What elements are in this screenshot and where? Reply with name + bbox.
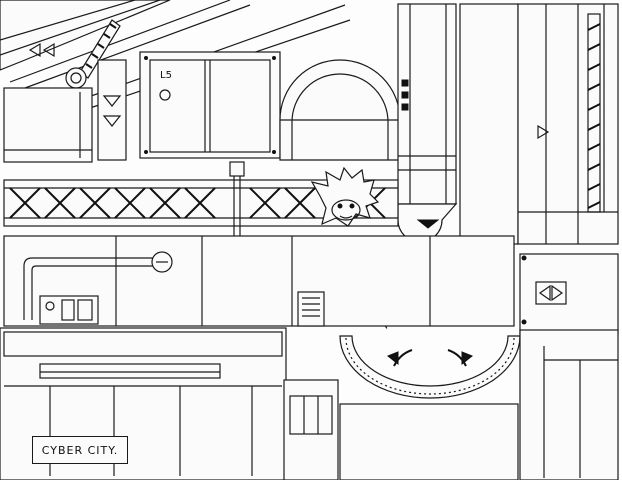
right-structure <box>459 3 619 245</box>
hazard-bar <box>79 19 121 79</box>
lower-right-floor <box>339 329 619 480</box>
location-caption-text: CYBER CITY. <box>41 443 119 457</box>
curved-double-arrow-icon <box>387 349 473 367</box>
location-caption: CYBER CITY. <box>32 436 128 464</box>
double-left-triangle-icon <box>28 42 55 58</box>
arch-tunnel <box>279 59 401 161</box>
svg-text:L5: L5 <box>160 70 172 81</box>
down-triangle-icon <box>102 95 122 107</box>
down-triangle-icon <box>102 115 122 127</box>
left-wall-panel <box>3 87 93 163</box>
middle-wall <box>3 235 515 327</box>
vent-grill <box>297 291 325 327</box>
half-pipe <box>339 335 521 399</box>
striped-pole <box>587 13 601 213</box>
left-pillar <box>97 59 127 161</box>
bottom-door <box>283 379 339 480</box>
control-box <box>39 295 99 325</box>
right-triangle-icon <box>537 124 550 140</box>
central-machine-box: L5 <box>139 51 281 159</box>
slanted-ceiling <box>0 0 351 109</box>
pivot-wheel <box>65 67 87 89</box>
right-side-box <box>519 253 619 335</box>
left-right-triangle-icon <box>538 284 564 302</box>
vertical-pipe-column <box>397 3 457 205</box>
